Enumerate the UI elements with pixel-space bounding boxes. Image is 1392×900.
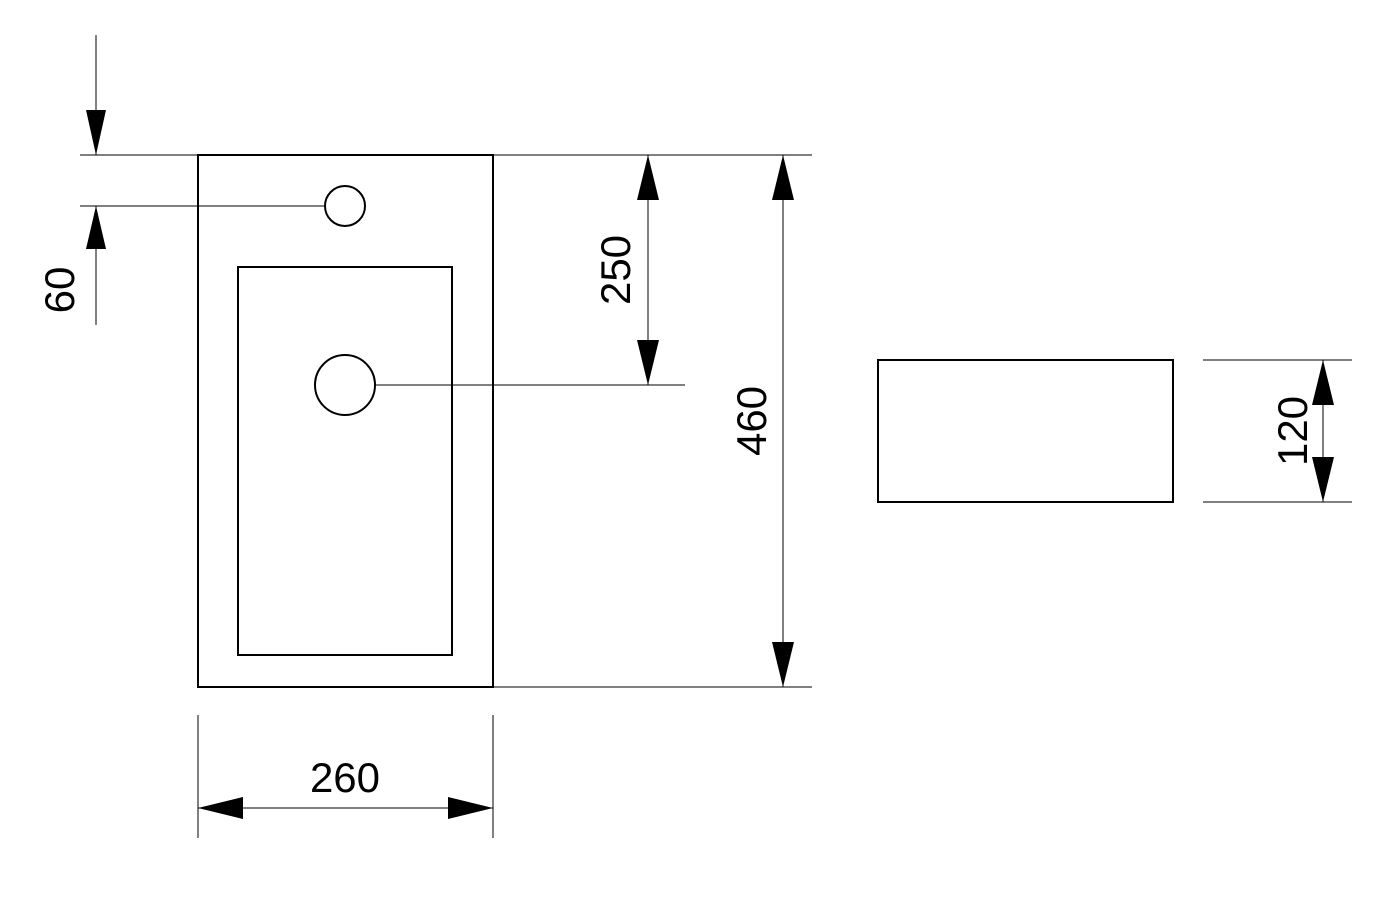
arrow-right — [448, 797, 493, 819]
arrow-up — [637, 155, 659, 200]
dimension-height: 120 — [1203, 359, 1352, 503]
arrow-down — [86, 110, 106, 155]
dimension-label-250: 250 — [592, 235, 639, 305]
arrow-up — [772, 155, 794, 200]
dimension-width: 260 — [197, 715, 494, 838]
top-view — [197, 154, 494, 688]
arrow-up — [86, 206, 106, 249]
side-view — [877, 359, 1174, 503]
dimension-total-depth: 460 — [493, 154, 812, 688]
dimension-label-460: 460 — [728, 386, 775, 456]
dimension-label-60: 60 — [36, 267, 83, 314]
side-outline — [877, 359, 1174, 503]
dimension-drain-offset: 250 — [375, 154, 685, 386]
dimension-faucet-offset: 60 — [36, 35, 325, 325]
arrow-down — [637, 340, 659, 385]
arrow-down — [1312, 457, 1334, 502]
arrow-down — [772, 642, 794, 687]
basin-outline — [197, 154, 494, 688]
dimension-label-260: 260 — [310, 754, 380, 801]
bowl-outline — [237, 266, 453, 656]
drain-hole — [314, 354, 376, 416]
arrow-left — [198, 797, 243, 819]
faucet-hole — [324, 185, 366, 227]
dimension-label-120: 120 — [1269, 396, 1316, 466]
arrow-up — [1312, 360, 1334, 405]
